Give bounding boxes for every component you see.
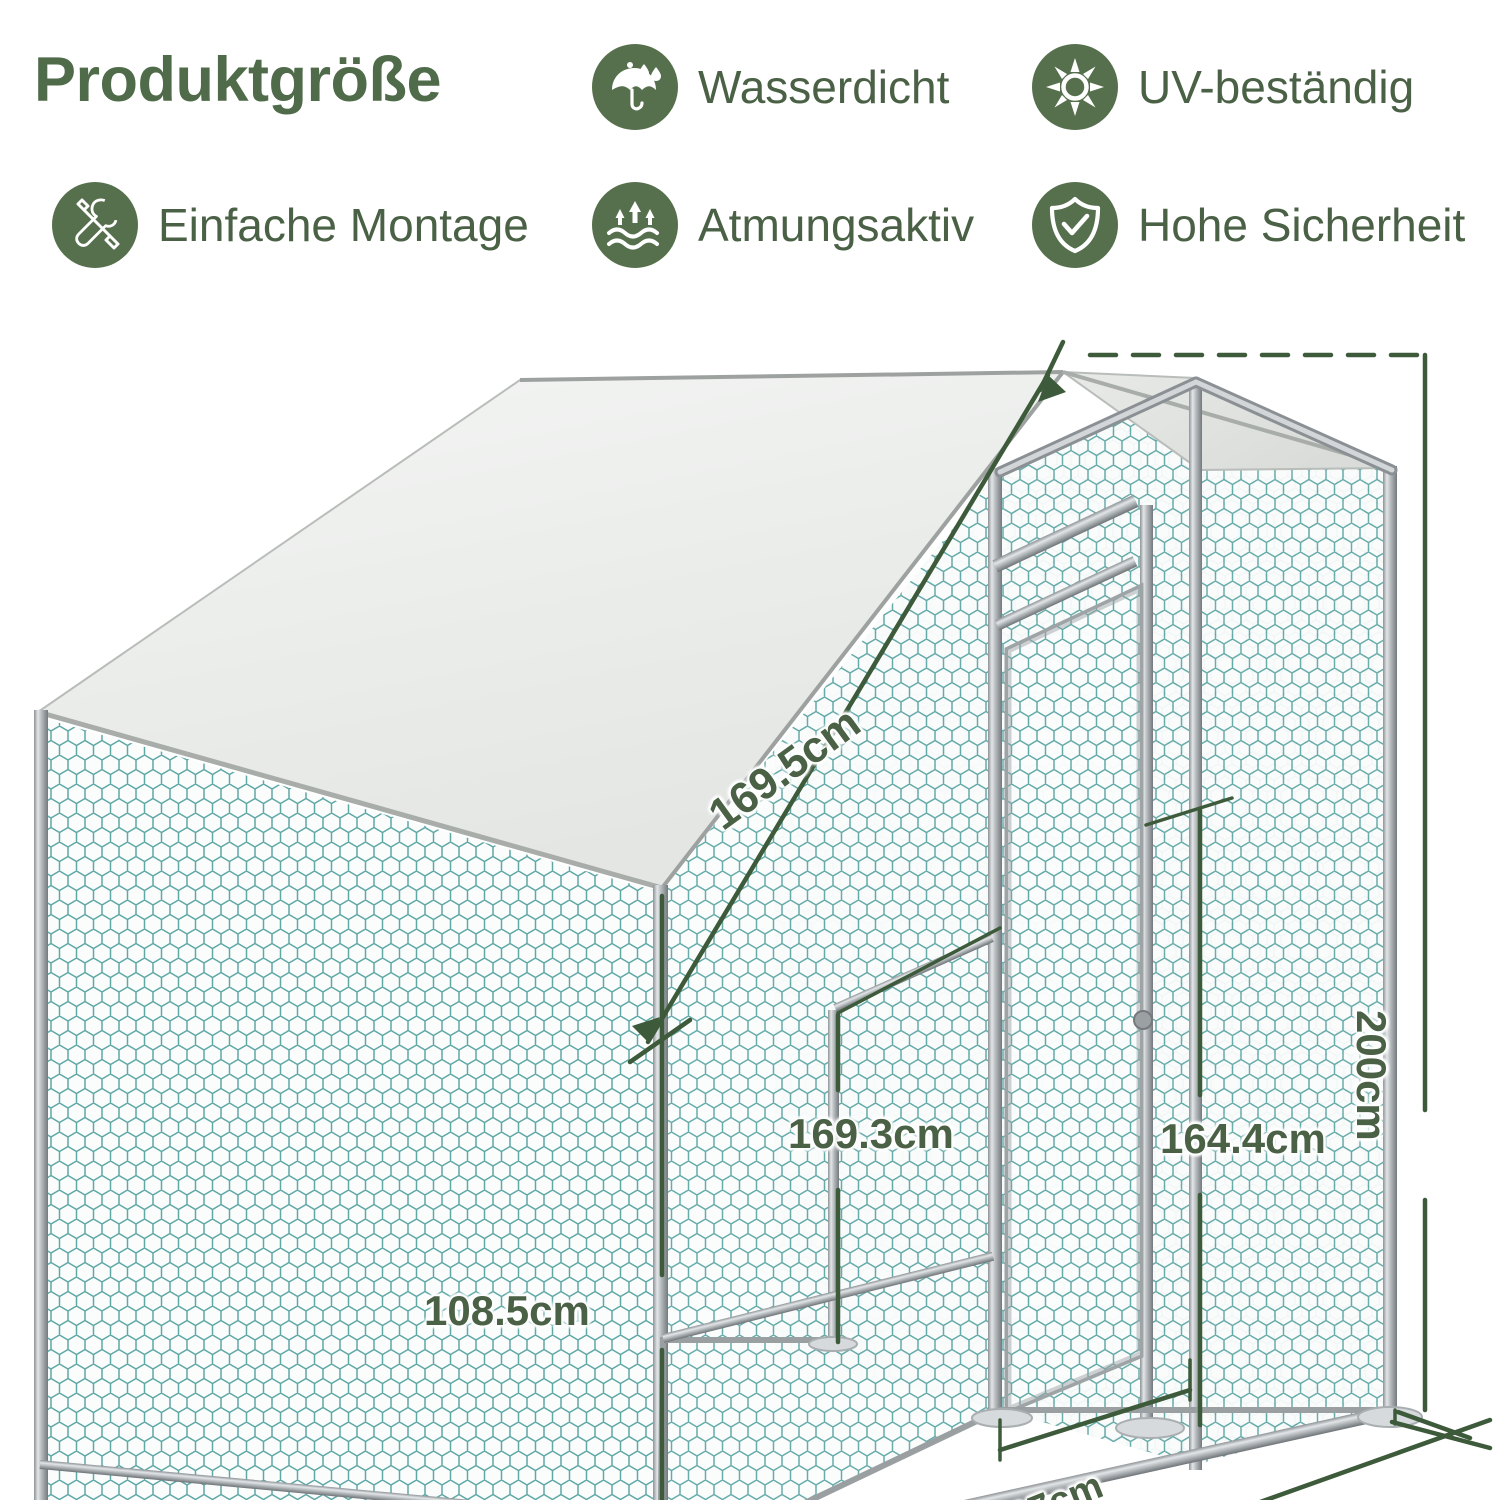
product-dimension-diagram: 169.5cm 169.3cm 164.4cm 108.5cm 200cm 67… xyxy=(0,320,1500,1500)
badge-label: Wasserdicht xyxy=(698,61,950,113)
breathable-waves-icon xyxy=(592,182,678,268)
dimension-inner-height: 169.3cm xyxy=(788,1110,954,1157)
badge-uv-resistant: UV-beständig xyxy=(1032,44,1414,130)
badge-label: UV-beständig xyxy=(1138,61,1415,113)
badge-label: Einfache Montage xyxy=(158,199,529,251)
badge-easy-assembly: Einfache Montage xyxy=(52,182,529,268)
badge-wasserdicht: Wasserdicht xyxy=(592,44,949,130)
badge-label: Atmungsaktiv xyxy=(698,199,975,251)
dimension-wall-height: 108.5cm xyxy=(424,1287,590,1334)
tools-icon xyxy=(52,182,138,268)
header: Produktgröße Wasserdicht xyxy=(0,0,1500,320)
badge-high-security: Hohe Sicherheit xyxy=(1032,182,1465,268)
badge-breathable: Atmungsaktiv xyxy=(592,182,974,268)
badge-label: Hohe Sicherheit xyxy=(1138,199,1466,251)
dimension-door-height: 164.4cm xyxy=(1160,1115,1326,1162)
dimension-overall-height: 200cm xyxy=(1348,1010,1395,1141)
page-title: Produktgröße xyxy=(34,45,442,115)
product-illustration xyxy=(34,339,1493,1500)
umbrella-rain-icon xyxy=(592,44,678,130)
shield-check-icon xyxy=(1032,182,1118,268)
sun-icon xyxy=(1032,44,1118,130)
